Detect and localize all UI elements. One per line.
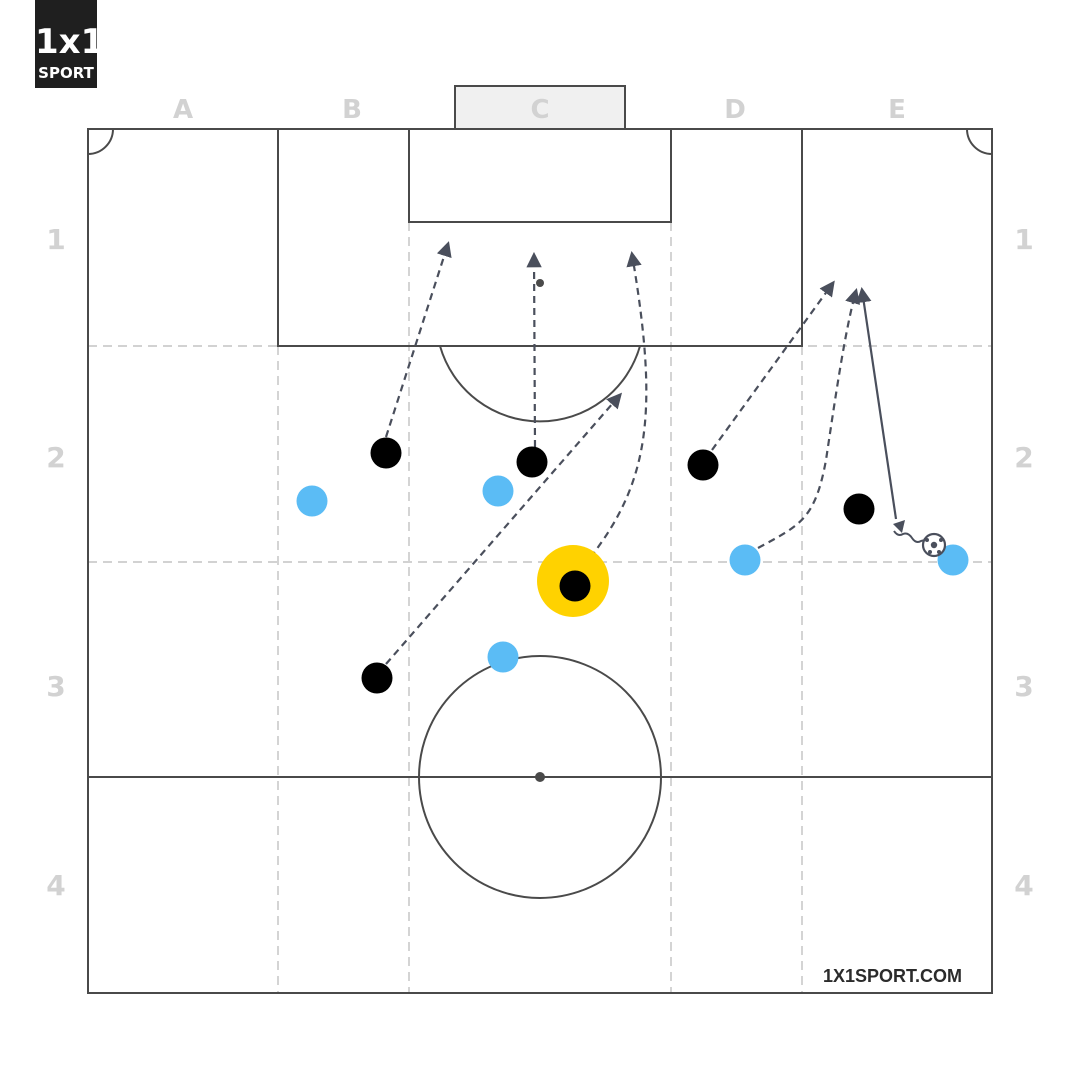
penalty-arc (439, 345, 641, 423)
row-label-3-right: 3 (1014, 670, 1033, 703)
attacker-b3 (361, 662, 393, 694)
attacker-d2 (687, 449, 719, 481)
goal-area (408, 128, 672, 223)
run-arrow-defender-d (757, 288, 861, 549)
penalty-area (277, 128, 803, 347)
pitch-markings (87, 85, 993, 994)
column-label-d: D (724, 95, 746, 125)
defender-c2 (482, 475, 514, 507)
row-label-4-left: 4 (46, 869, 65, 902)
run-arrow-d2 (711, 280, 835, 451)
row-label-2-left: 2 (46, 441, 65, 474)
attacker-highlighted (559, 570, 591, 602)
logo-word: SPORT (38, 64, 94, 82)
defenders (296, 475, 969, 673)
goal (454, 85, 626, 130)
pitch-boundary (87, 128, 993, 994)
row-label-1-right: 1 (1014, 223, 1033, 256)
run-arrow-c2 (526, 251, 542, 448)
penalty-spot (536, 279, 544, 287)
row-label-2-right: 2 (1014, 441, 1033, 474)
defender-e2 (937, 544, 969, 576)
column-labels: A B C D E (173, 95, 906, 125)
attacker-c2 (516, 446, 548, 478)
zone-grid (88, 222, 992, 993)
row-label-3-left: 3 (46, 670, 65, 703)
brand-logo: 1x1 SPORT (35, 0, 105, 88)
corner-arc-right (966, 128, 993, 155)
attacker-e2 (843, 493, 875, 525)
logo-mark: 1x1 (35, 22, 105, 62)
defender-d2 (729, 544, 761, 576)
row-label-1-left: 1 (46, 223, 65, 256)
column-label-c: C (530, 95, 549, 125)
attackers (361, 437, 875, 694)
column-label-a: A (173, 95, 193, 125)
center-spot (535, 772, 545, 782)
defender-b2 (296, 485, 328, 517)
pass-arrow (856, 286, 898, 520)
defender-c3 (487, 641, 519, 673)
row-labels-left: 1 2 3 4 (46, 223, 65, 902)
run-arrow-b2 (384, 241, 452, 438)
soccer-ball-icon (921, 532, 947, 558)
run-arrow-b3 (385, 392, 623, 665)
site-watermark: 1X1SPORT.COM (823, 966, 962, 986)
runs (384, 241, 861, 665)
corner-arc-left (87, 128, 114, 155)
column-label-b: B (342, 95, 362, 125)
column-label-e: E (888, 95, 906, 125)
row-label-4-right: 4 (1014, 869, 1033, 902)
dribble-arrowhead (893, 520, 905, 533)
row-labels-right: 1 2 3 4 (1014, 223, 1033, 902)
center-circle (418, 655, 662, 899)
attacker-b2 (370, 437, 402, 469)
run-arrow-highlighted-player (574, 250, 648, 577)
